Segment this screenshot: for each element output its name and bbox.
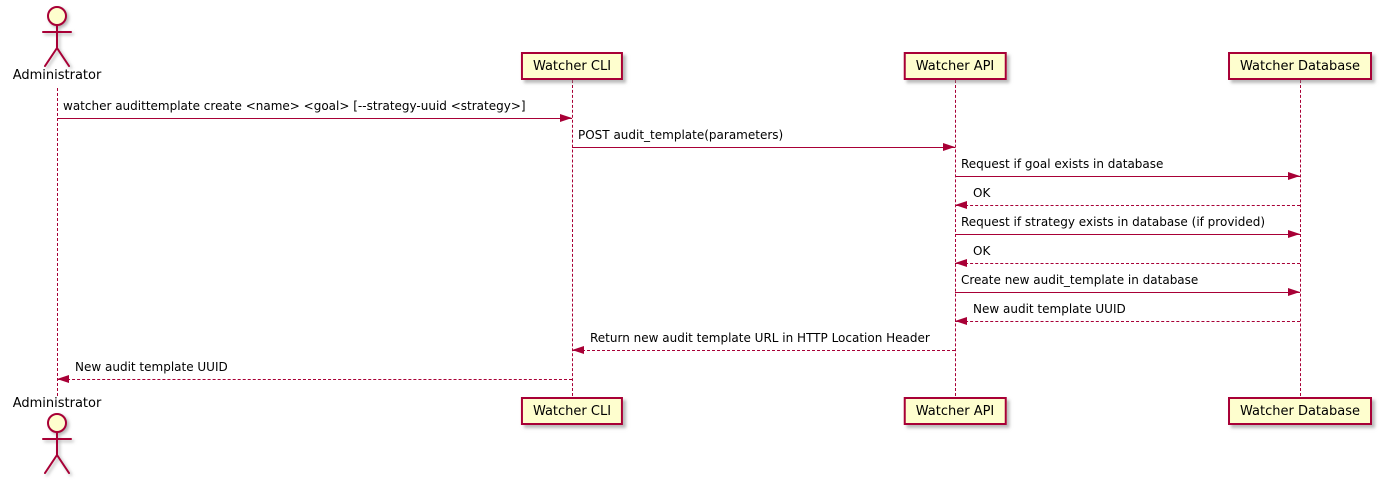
participant-watcher-api-bottom: Watcher API xyxy=(903,397,1007,425)
message-2-label: Request if goal exists in database xyxy=(961,157,1164,171)
message-0-label: watcher audittemplate create <name> <goa… xyxy=(63,99,526,113)
message-0-arrowhead xyxy=(560,114,572,122)
message-9-label: New audit template UUID xyxy=(75,360,228,374)
message-7-arrowhead xyxy=(955,317,967,325)
person-icon xyxy=(42,413,72,474)
message-9-arrowhead xyxy=(57,375,69,383)
message-8-label: Return new audit template URL in HTTP Lo… xyxy=(590,331,930,345)
lifeline-watcher-cli xyxy=(572,80,573,396)
message-1-label: POST audit_template(parameters) xyxy=(578,128,784,142)
message-3-label: OK xyxy=(973,186,991,200)
participant-watcher-db-top: Watcher Database xyxy=(1228,52,1372,80)
message-0-line xyxy=(57,118,572,119)
actor-administrator-label-top: Administrator xyxy=(12,68,102,83)
message-6-arrowhead xyxy=(1288,288,1300,296)
person-icon xyxy=(42,6,72,67)
actor-administrator-figure-top xyxy=(40,5,74,73)
message-5-arrowhead xyxy=(955,259,967,267)
message-3-arrowhead xyxy=(955,201,967,209)
message-6-label: Create new audit_template in database xyxy=(961,273,1199,287)
message-6-line xyxy=(955,292,1300,293)
message-8-line xyxy=(572,350,955,351)
message-1-arrowhead xyxy=(943,143,955,151)
message-5-label: OK xyxy=(973,244,991,258)
message-4-arrowhead xyxy=(1288,230,1300,238)
message-2-arrowhead xyxy=(1288,172,1300,180)
actor-administrator-figure-bottom xyxy=(40,412,74,480)
message-8-arrowhead xyxy=(572,346,584,354)
participant-watcher-api-top: Watcher API xyxy=(903,52,1007,80)
participant-watcher-db-bottom: Watcher Database xyxy=(1228,397,1372,425)
message-1-line xyxy=(572,147,955,148)
message-9-line xyxy=(57,379,572,380)
lifeline-administrator xyxy=(57,88,58,396)
message-7-label: New audit template UUID xyxy=(973,302,1126,316)
message-3-line xyxy=(955,205,1300,206)
participant-watcher-cli-top: Watcher CLI xyxy=(520,52,624,80)
actor-administrator-label-bottom: Administrator xyxy=(12,396,102,411)
lifeline-watcher-api xyxy=(955,80,956,396)
message-7-line xyxy=(955,321,1300,322)
message-4-line xyxy=(955,234,1300,235)
message-4-label: Request if strategy exists in database (… xyxy=(961,215,1266,229)
lifeline-watcher-db xyxy=(1300,80,1301,396)
message-2-line xyxy=(955,176,1300,177)
message-5-line xyxy=(955,263,1300,264)
participant-watcher-cli-bottom: Watcher CLI xyxy=(520,397,624,425)
